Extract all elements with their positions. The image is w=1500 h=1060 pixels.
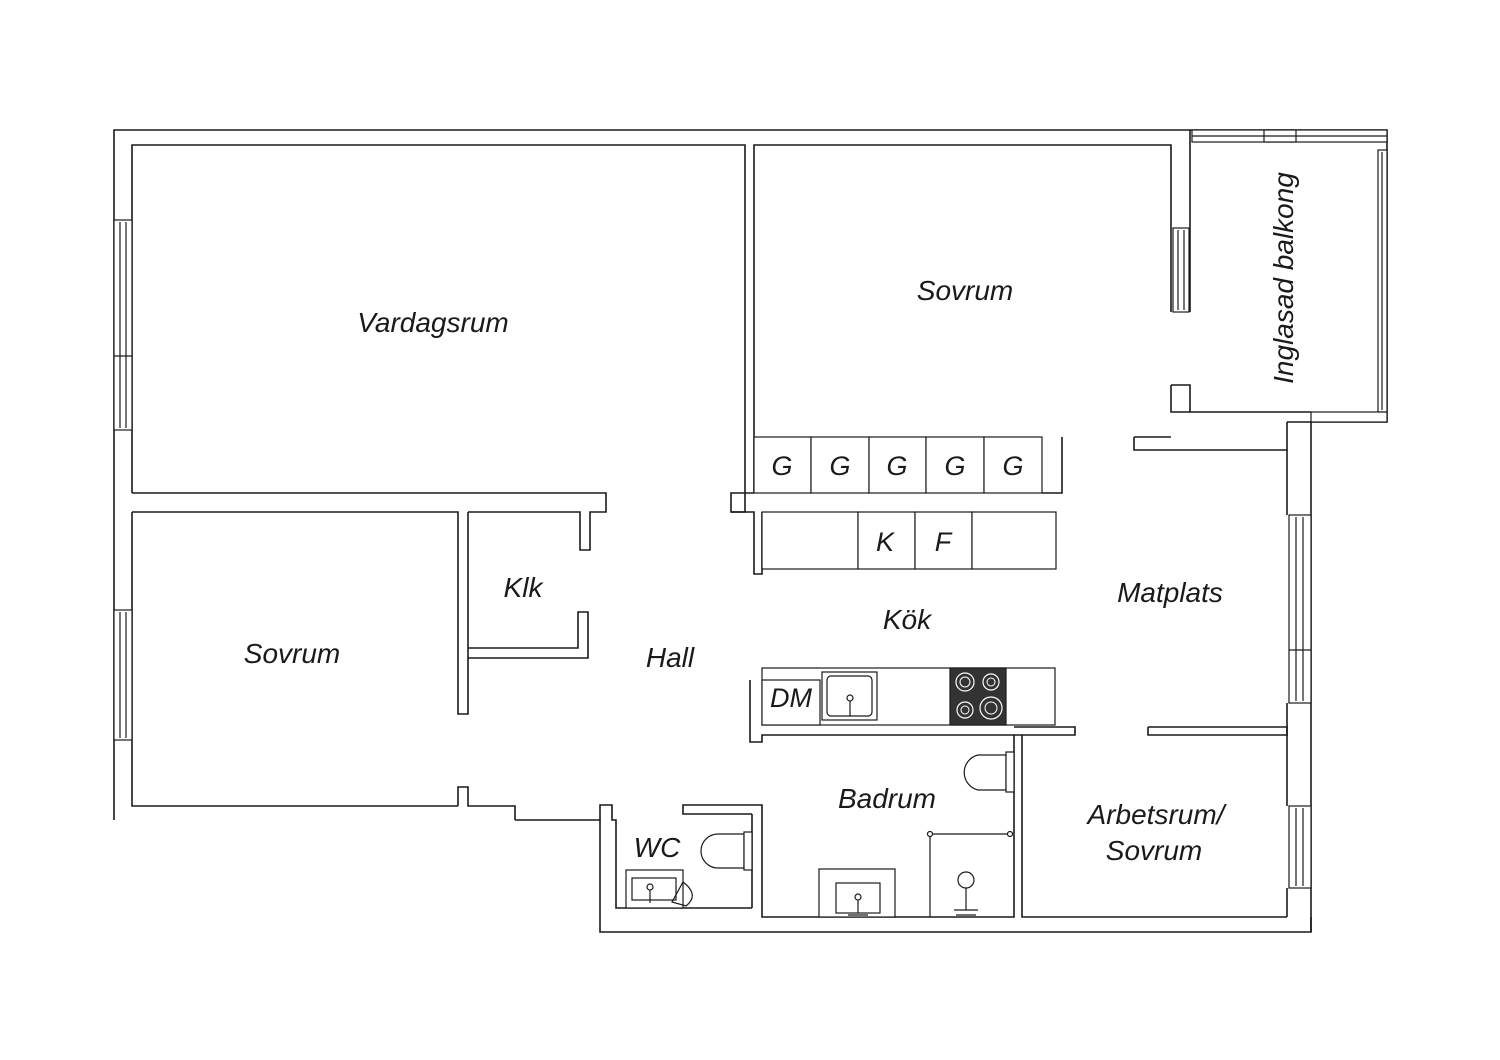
wardrobe-label-4: G bbox=[944, 451, 965, 481]
window-matplats bbox=[1288, 514, 1312, 704]
room-labels: Vardagsrum Sovrum Inglasad balkong Sovru… bbox=[244, 172, 1299, 866]
wardrobe-label-1: G bbox=[771, 451, 792, 481]
wardrobe-2 bbox=[810, 436, 870, 494]
wardrobe-label-3: G bbox=[886, 451, 907, 481]
room-label-matplats: Matplats bbox=[1117, 577, 1223, 608]
room-label-sovrum-left: Sovrum bbox=[244, 638, 340, 669]
inner-walls bbox=[132, 130, 1312, 932]
room-label-sovrum-top: Sovrum bbox=[917, 275, 1013, 306]
window-balkong-bottom bbox=[1310, 411, 1388, 423]
dishwasher-label: DM bbox=[770, 683, 812, 713]
room-label-badrum: Badrum bbox=[838, 783, 936, 814]
room-label-arbetsrum-line1: Arbetsrum/ bbox=[1086, 799, 1228, 830]
wc-fixtures bbox=[625, 831, 753, 909]
room-label-hall: Hall bbox=[646, 642, 695, 673]
wardrobe-label-5: G bbox=[1002, 451, 1023, 481]
stove-icon bbox=[949, 667, 1007, 726]
kitchen-lower-counter: DM bbox=[761, 667, 1056, 726]
window-sovrum-top bbox=[1172, 227, 1190, 313]
room-label-wc: WC bbox=[634, 832, 681, 863]
fridge bbox=[857, 511, 916, 570]
badrum-fixtures bbox=[818, 751, 1015, 918]
wardrobe-4 bbox=[925, 436, 985, 494]
window-vardagsrum bbox=[113, 219, 133, 431]
toilet-icon bbox=[963, 751, 1015, 793]
room-label-arbetsrum-line2: Sovrum bbox=[1106, 835, 1202, 866]
window-arbetsrum bbox=[1288, 805, 1312, 889]
room-label-kok: Kök bbox=[883, 604, 933, 635]
wardrobe-row: G G G G G bbox=[753, 436, 1043, 494]
wardrobe-label-2: G bbox=[829, 451, 850, 481]
fridge-label: K bbox=[876, 527, 895, 557]
wardrobe-3 bbox=[868, 436, 927, 494]
freezer-label: F bbox=[935, 527, 953, 557]
shower-icon bbox=[926, 830, 1014, 917]
window-sovrum-left bbox=[113, 609, 133, 741]
dishwasher bbox=[761, 679, 821, 726]
room-label-balkong: Inglasad balkong bbox=[1268, 172, 1299, 384]
room-label-klk: Klk bbox=[504, 572, 545, 603]
sink-icon bbox=[818, 868, 896, 918]
windows bbox=[113, 129, 1388, 889]
wc-sink-icon bbox=[625, 869, 693, 909]
freezer bbox=[914, 511, 973, 570]
kitchen-upper-counter: K F bbox=[761, 511, 1057, 570]
kitchen-sink-icon bbox=[821, 671, 878, 721]
wardrobe-5 bbox=[983, 436, 1043, 494]
room-label-vardagsrum: Vardagsrum bbox=[357, 307, 508, 338]
wc-toilet-icon bbox=[700, 831, 753, 871]
